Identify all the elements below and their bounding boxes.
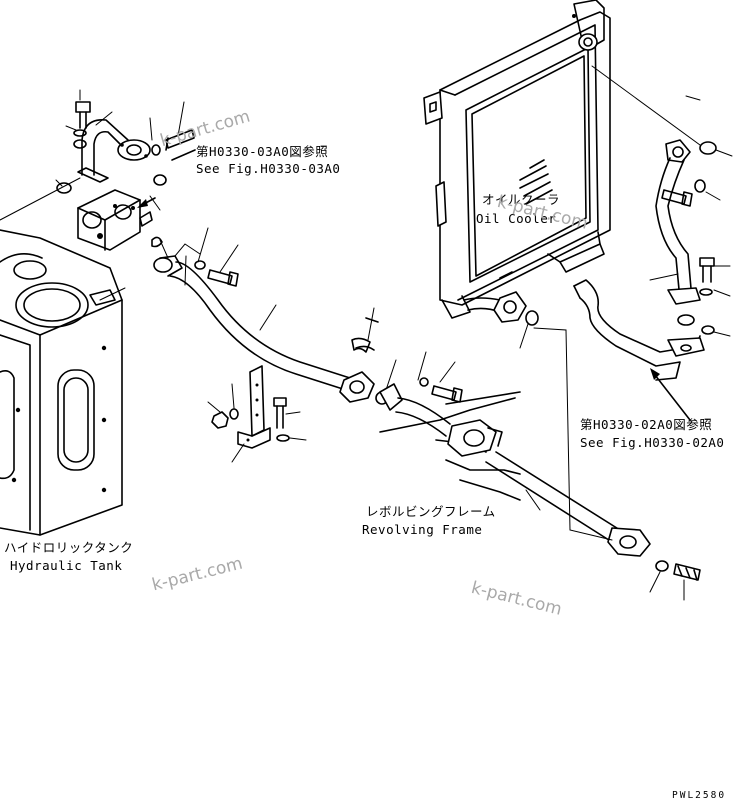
hydraulic-tank xyxy=(0,229,123,536)
revolving-frame-label-jp: レボルビングフレーム xyxy=(366,504,496,519)
cooler-inlet-pipe xyxy=(649,95,733,337)
ref-label-03a0-jp: 第H0330-03A0図参照 xyxy=(196,144,329,159)
leader-ticks xyxy=(55,89,239,286)
referenced-pipe-02a0 xyxy=(573,279,705,421)
pipe-bracket xyxy=(207,365,307,463)
ref-label-03a0-en: See Fig.H0330-03A0 xyxy=(196,161,341,176)
oil-cooler-label-jp: オイルクーラ xyxy=(482,192,561,207)
leader-line xyxy=(0,177,81,221)
hydraulic-tank-label-en: Hydraulic Tank xyxy=(10,558,123,573)
return-pipe-long xyxy=(153,255,389,405)
return-pipe-lower xyxy=(379,377,701,601)
hydraulic-tank-label-jp: ハイドロリックタンク xyxy=(4,540,134,555)
suction-block-assembly xyxy=(56,101,195,251)
leader-line xyxy=(99,287,126,301)
oil-cooler xyxy=(423,0,701,541)
oil-cooler-label-en: Oil Cooler xyxy=(476,211,557,226)
revolving-frame-label-en: Revolving Frame xyxy=(362,522,483,537)
ref-arrow-03a0 xyxy=(171,149,196,161)
ref-label-02a0-jp: 第H0330-02A0図参照 xyxy=(580,417,713,432)
drawing-code: PWL2580 xyxy=(672,790,727,801)
ref-label-02a0-en: See Fig.H0330-02A0 xyxy=(580,435,725,450)
